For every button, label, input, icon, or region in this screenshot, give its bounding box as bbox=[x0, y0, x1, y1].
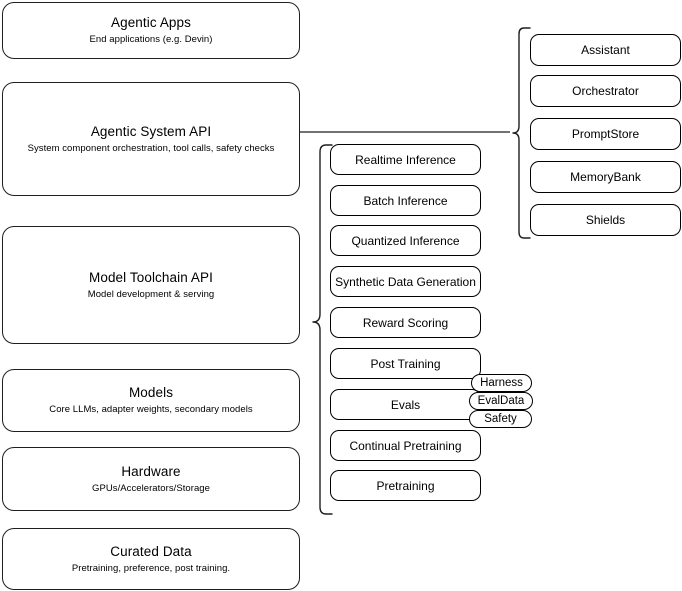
capability-quantized-inference[interactable]: Quantized Inference bbox=[330, 225, 481, 256]
layer-subtitle: Model development & serving bbox=[87, 288, 215, 300]
capability-batch-inference[interactable]: Batch Inference bbox=[330, 185, 481, 216]
component-label: MemoryBank bbox=[570, 170, 641, 184]
system-component-promptstore[interactable]: PromptStore bbox=[530, 118, 681, 150]
system-api-to-components-line bbox=[300, 125, 515, 139]
capability-label: Realtime Inference bbox=[355, 152, 456, 167]
component-label: Shields bbox=[585, 213, 626, 227]
system-component-memorybank[interactable]: MemoryBank bbox=[530, 161, 681, 193]
layer-title: Agentic System API bbox=[90, 123, 212, 139]
capability-evals[interactable]: Evals bbox=[330, 389, 481, 420]
toolchain-capabilities-brace bbox=[306, 142, 336, 520]
capability-label: Evals bbox=[390, 397, 421, 412]
system-component-orchestrator[interactable]: Orchestrator bbox=[530, 75, 681, 107]
capability-pretraining[interactable]: Pretraining bbox=[330, 470, 481, 501]
capability-realtime-inference[interactable]: Realtime Inference bbox=[330, 144, 481, 175]
capability-label: Continual Pretraining bbox=[349, 438, 462, 453]
layer-title: Agentic Apps bbox=[110, 15, 191, 30]
capability-reward-scoring[interactable]: Reward Scoring bbox=[330, 307, 481, 338]
layer-title: Models bbox=[128, 385, 174, 400]
evals-subcomponent-safety[interactable]: Safety bbox=[469, 410, 532, 428]
capability-label: Reward Scoring bbox=[362, 315, 449, 330]
pill-label: EvalData bbox=[477, 394, 525, 407]
layer-box-hardware[interactable]: Hardware GPUs/Accelerators/Storage bbox=[2, 447, 300, 511]
system-components-brace bbox=[508, 26, 534, 252]
system-component-shields[interactable]: Shields bbox=[530, 204, 681, 236]
capability-synthetic-data-generation[interactable]: Synthetic Data Generation bbox=[330, 266, 481, 297]
pill-label: Safety bbox=[484, 412, 517, 425]
system-component-assistant[interactable]: Assistant bbox=[530, 34, 681, 66]
layer-title: Curated Data bbox=[110, 543, 192, 559]
layer-subtitle: GPUs/Accelerators/Storage bbox=[92, 482, 210, 494]
layer-box-model-toolchain-api[interactable]: Model Toolchain API Model development & … bbox=[2, 226, 300, 344]
layer-box-models[interactable]: Models Core LLMs, adapter weights, secon… bbox=[2, 369, 300, 432]
layer-box-agentic-system-api[interactable]: Agentic System API System component orch… bbox=[2, 82, 300, 196]
capability-label: Batch Inference bbox=[363, 193, 448, 208]
layer-subtitle: End applications (e.g. Devin) bbox=[89, 34, 213, 45]
capability-continual-pretraining[interactable]: Continual Pretraining bbox=[330, 430, 481, 461]
evals-subcomponent-harness[interactable]: Harness bbox=[471, 374, 532, 392]
component-label: Assistant bbox=[581, 43, 630, 57]
capability-label: Quantized Inference bbox=[351, 233, 460, 248]
layer-title: Hardware bbox=[121, 463, 181, 479]
evals-subcomponent-evaldata[interactable]: EvalData bbox=[469, 392, 533, 410]
capability-label: Post Training bbox=[370, 356, 441, 371]
capability-label: Pretraining bbox=[376, 478, 435, 493]
capability-label: Synthetic Data Generation bbox=[335, 274, 476, 289]
component-label: Orchestrator bbox=[572, 84, 639, 98]
layer-subtitle: System component orchestration, tool cal… bbox=[27, 142, 275, 154]
layer-box-curated-data[interactable]: Curated Data Pretraining, preference, po… bbox=[2, 528, 300, 590]
layer-subtitle: Core LLMs, adapter weights, secondary mo… bbox=[49, 404, 253, 415]
pill-label: Harness bbox=[480, 376, 523, 389]
layer-subtitle: Pretraining, preference, post training. bbox=[71, 562, 231, 574]
layer-title: Model Toolchain API bbox=[89, 269, 213, 285]
capability-post-training[interactable]: Post Training bbox=[330, 348, 481, 379]
layer-box-agentic-apps[interactable]: Agentic Apps End applications (e.g. Devi… bbox=[2, 2, 300, 59]
component-label: PromptStore bbox=[571, 127, 640, 141]
